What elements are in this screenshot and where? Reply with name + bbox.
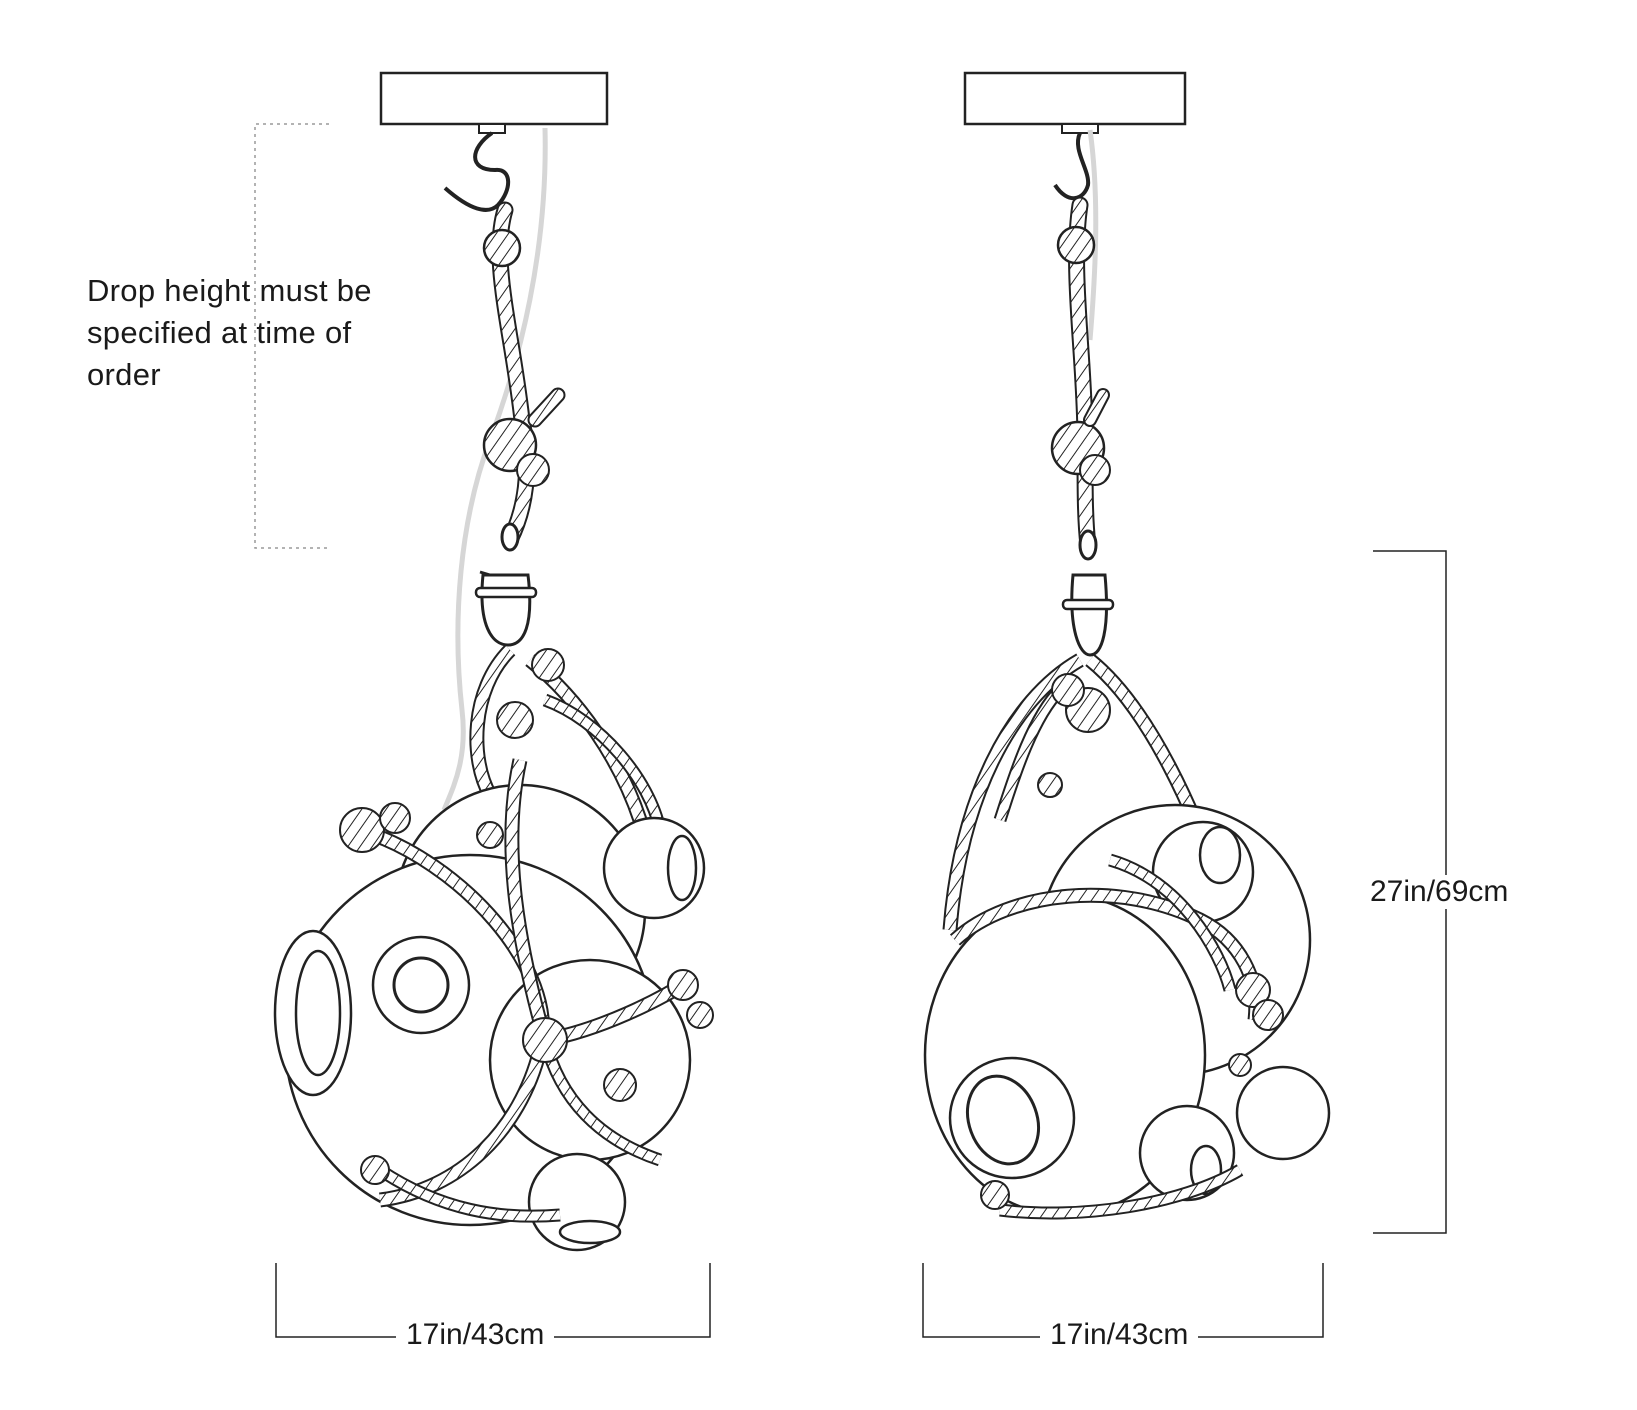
left-width-label: 17in/43cm xyxy=(396,1318,555,1352)
right-shackle-eye xyxy=(1078,529,1098,561)
left-canopy xyxy=(379,71,609,126)
left-shackle xyxy=(480,573,532,647)
drop-height-bracket xyxy=(254,123,329,549)
right-power-cable xyxy=(1087,129,1099,341)
right-knot-top xyxy=(1056,225,1096,265)
right-wrap-ropes xyxy=(949,853,1284,1220)
right-width-label: 17in/43cm xyxy=(1040,1318,1199,1352)
right-canopy xyxy=(963,71,1187,126)
left-canopy-mount xyxy=(478,123,506,134)
right-height-label: 27in/69cm xyxy=(1360,875,1519,909)
left-shackle-eye xyxy=(500,522,520,552)
right-shackle xyxy=(1070,573,1109,657)
left-knot-top xyxy=(482,228,522,268)
left-hook xyxy=(443,131,511,212)
drop-height-note: Drop height must be specified at time of… xyxy=(87,273,372,392)
left-power-cable xyxy=(441,127,548,811)
left-lamp xyxy=(254,71,714,1338)
right-satellite-side xyxy=(1235,1065,1331,1161)
right-lamp xyxy=(922,71,1447,1338)
right-hook xyxy=(1053,132,1091,201)
left-wrap-ropes xyxy=(339,758,714,1223)
